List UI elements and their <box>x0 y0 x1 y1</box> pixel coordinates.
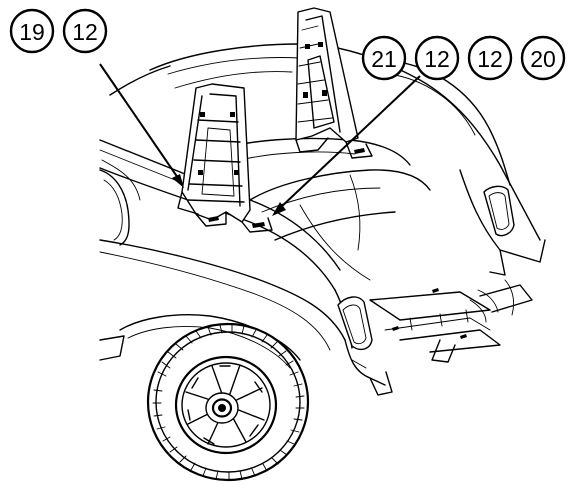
rear-upright-frame <box>295 7 373 159</box>
leader-line-left <box>99 63 179 179</box>
callout-number: 20 <box>530 46 556 72</box>
front-upright-frame <box>177 83 273 233</box>
callout-group-left: 19 12 <box>9 8 108 54</box>
callout-number: 12 <box>424 46 450 72</box>
callout-bubble: 20 <box>520 35 566 81</box>
leader-line-right <box>279 75 421 209</box>
callout-bubble: 12 <box>62 8 108 54</box>
callout-number: 19 <box>19 19 45 45</box>
callout-bubble: 21 <box>361 35 407 81</box>
callout-number: 21 <box>371 46 397 72</box>
callout-bubble: 12 <box>414 35 460 81</box>
rear-body-shell <box>99 43 546 396</box>
callout-bubble: 19 <box>9 8 55 54</box>
leader-arrowhead-right <box>272 202 286 216</box>
callout-number: 12 <box>477 46 503 72</box>
callout-bubble: 12 <box>467 35 513 81</box>
callout-group-right: 21 12 12 20 <box>361 35 566 81</box>
rear-wheel <box>99 314 310 482</box>
callout-number: 12 <box>72 19 98 45</box>
leader-lines <box>99 63 421 216</box>
leader-arrowhead-left <box>172 174 184 188</box>
